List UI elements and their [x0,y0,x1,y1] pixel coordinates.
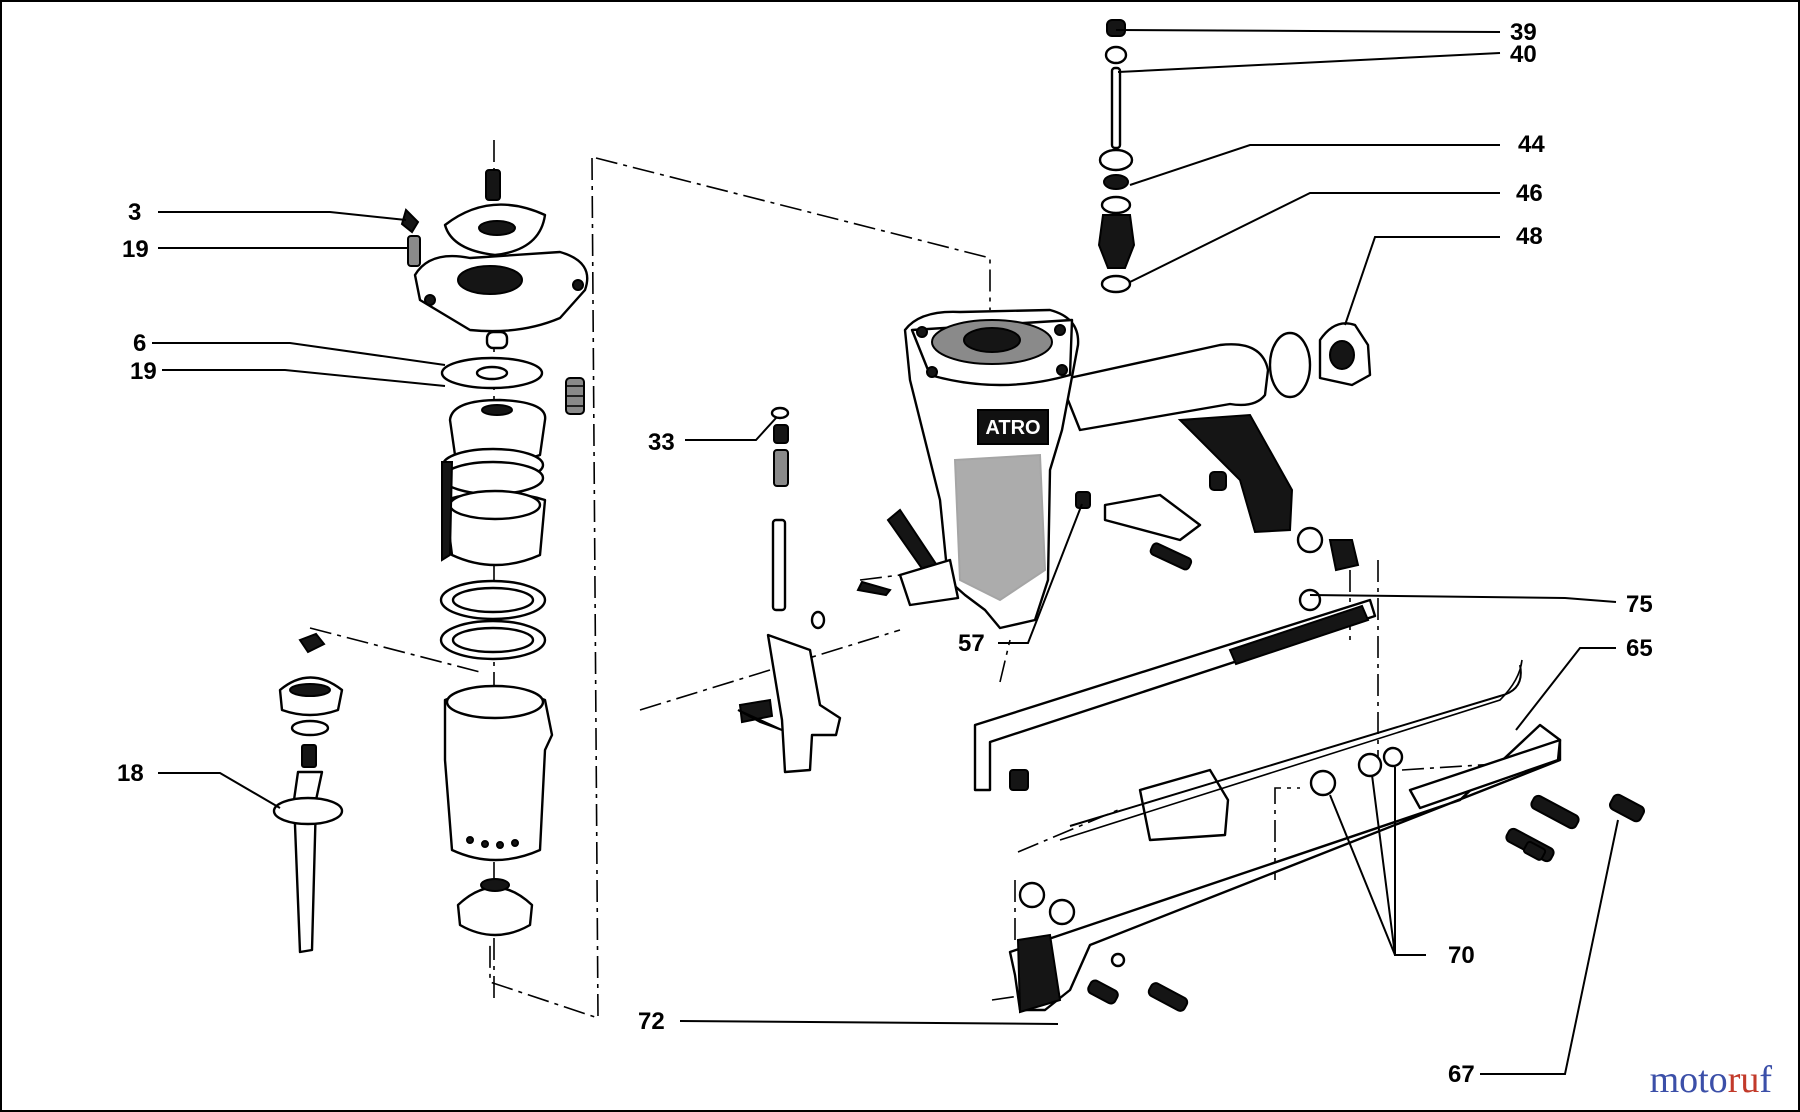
watermark-logo: motoruf [1649,1059,1772,1101]
callout-72: 72 [638,1008,665,1035]
valve-stem [771,518,787,612]
screw-right [1530,794,1580,830]
wing-screw [400,208,420,234]
trigger-guard [1177,413,1294,534]
spring-cable [1069,664,1522,827]
top-screw [485,169,501,201]
callout-65: 65 [1626,635,1653,662]
callout-70: 70 [1448,942,1475,969]
callout-67: 67 [1448,1061,1475,1088]
spring-stack [565,377,585,415]
driver-blade-assembly [272,632,344,954]
callout-46: 46 [1516,180,1543,207]
callout-48: 48 [1516,223,1543,250]
washer-70a [1309,769,1337,797]
bolt-19-top [407,235,421,267]
blade-o-ring [272,796,344,826]
valve-spring [773,449,789,487]
callout-44: 44 [1518,131,1545,158]
callout-19-top: 19 [122,236,149,263]
end-cap-o-ring [1268,331,1312,399]
handle [1058,343,1270,432]
brand-badge [977,409,1049,445]
callout-18: 18 [117,760,144,787]
callout-75: 75 [1626,591,1653,618]
washer-70b [1357,752,1383,778]
small-plug [485,330,509,350]
magazine-body [1008,723,1562,1012]
piston-assembly [400,169,589,937]
callout-40: 40 [1510,41,1537,68]
callout-3: 3 [128,199,141,226]
tool-housing: ATRO [856,19,1372,630]
callout-labels: 39 40 44 46 48 3 19 6 19 33 18 57 75 65 … [117,19,1653,1088]
callout-39: 39 [1510,19,1537,46]
callout-19-mid: 19 [130,358,157,385]
assembly-dash-lines [309,140,1561,1020]
callout-57: 57 [958,630,985,657]
brand-text: ATRO [985,417,1040,439]
latch-plate [1103,493,1202,542]
pusher-cable [1059,659,1523,841]
washer [290,719,330,737]
trigger-lever [766,633,842,774]
callout-6: 6 [133,330,146,357]
o-ring-lower [441,460,545,496]
trigger-valve [737,406,842,774]
pusher [1138,768,1230,842]
nose-piece [1016,933,1062,1014]
leader-lines [152,29,1619,1075]
cylinder-holes [466,836,519,849]
exhaust-valve-stack [1097,19,1136,294]
magazine-assembly [973,598,1646,1014]
callout-33: 33 [648,429,675,456]
bumper [456,886,534,937]
washer-70c [1382,746,1404,768]
